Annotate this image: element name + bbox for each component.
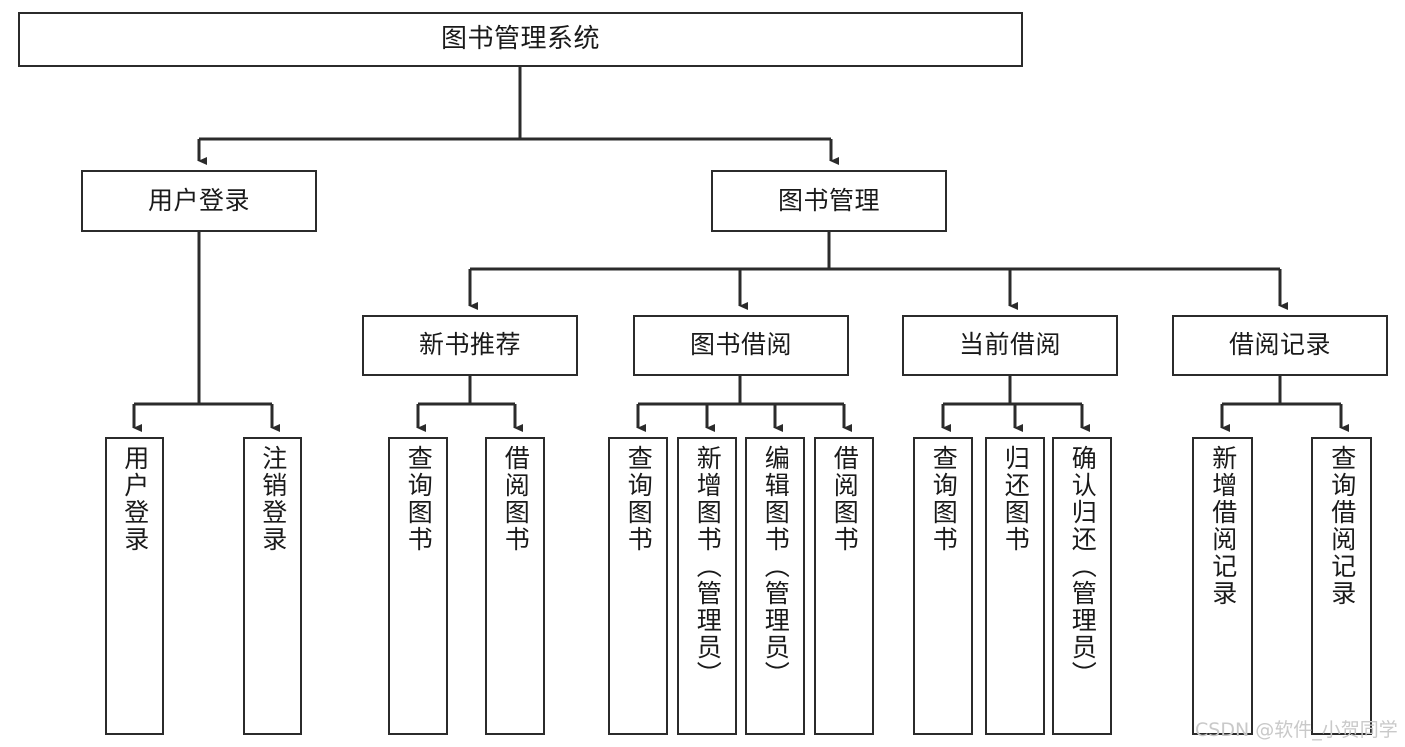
leaf-query-borrow-record[interactable]: 查询借阅记录	[1311, 437, 1372, 735]
watermark: CSDN @软件_小贺同学	[1195, 719, 1398, 741]
leaf-query-book-borrow-label: 查询图书	[624, 445, 654, 553]
leaf-query-borrow-record-label: 查询借阅记录	[1327, 445, 1357, 607]
leaf-query-book-current[interactable]: 查询图书	[913, 437, 973, 735]
node-book-borrow[interactable]: 图书借阅	[633, 315, 849, 376]
leaf-confirm-return-admin[interactable]: 确认归还（管理员）	[1052, 437, 1112, 735]
leaf-query-book-current-label: 查询图书	[929, 445, 959, 553]
leaf-borrow-book-newbook[interactable]: 借阅图书	[485, 437, 545, 735]
leaf-borrow-book-label: 借阅图书	[830, 445, 860, 553]
node-user-login[interactable]: 用户登录	[81, 170, 317, 232]
node-book-borrow-label: 图书借阅	[689, 330, 792, 360]
node-book-management[interactable]: 图书管理	[711, 170, 947, 232]
node-borrow-record[interactable]: 借阅记录	[1172, 315, 1388, 376]
leaf-return-book-label: 归还图书	[1001, 445, 1031, 553]
node-user-login-label: 用户登录	[147, 185, 250, 215]
leaf-query-book-borrow[interactable]: 查询图书	[608, 437, 668, 735]
leaf-borrow-book[interactable]: 借阅图书	[814, 437, 874, 735]
leaf-query-book-newbook-label: 查询图书	[404, 445, 434, 553]
leaf-add-book-admin-label: 新增图书（管理员）	[693, 445, 723, 688]
leaf-edit-book-admin-label: 编辑图书（管理员）	[761, 445, 791, 688]
leaf-logout-label: 注销登录	[258, 445, 288, 553]
leaf-borrow-book-newbook-label: 借阅图书	[501, 445, 531, 553]
node-root[interactable]: 图书管理系统	[18, 12, 1023, 67]
node-book-management-label: 图书管理	[777, 185, 880, 215]
leaf-confirm-return-admin-label: 确认归还（管理员）	[1068, 445, 1098, 688]
node-new-book-recommend-label: 新书推荐	[418, 330, 521, 360]
leaf-logout[interactable]: 注销登录	[243, 437, 302, 735]
leaf-user-login[interactable]: 用户登录	[105, 437, 164, 735]
leaf-edit-book-admin[interactable]: 编辑图书（管理员）	[745, 437, 805, 735]
leaf-query-book-newbook[interactable]: 查询图书	[388, 437, 448, 735]
node-current-borrow-label: 当前借阅	[958, 330, 1061, 360]
leaf-add-borrow-record-label: 新增借阅记录	[1208, 445, 1238, 607]
node-new-book-recommend[interactable]: 新书推荐	[362, 315, 578, 376]
node-borrow-record-label: 借阅记录	[1228, 330, 1331, 360]
node-root-label: 图书管理系统	[440, 23, 600, 54]
leaf-return-book[interactable]: 归还图书	[985, 437, 1045, 735]
leaf-user-login-label: 用户登录	[120, 445, 150, 553]
leaf-add-book-admin[interactable]: 新增图书（管理员）	[677, 437, 737, 735]
node-current-borrow[interactable]: 当前借阅	[902, 315, 1118, 376]
leaf-add-borrow-record[interactable]: 新增借阅记录	[1192, 437, 1253, 735]
